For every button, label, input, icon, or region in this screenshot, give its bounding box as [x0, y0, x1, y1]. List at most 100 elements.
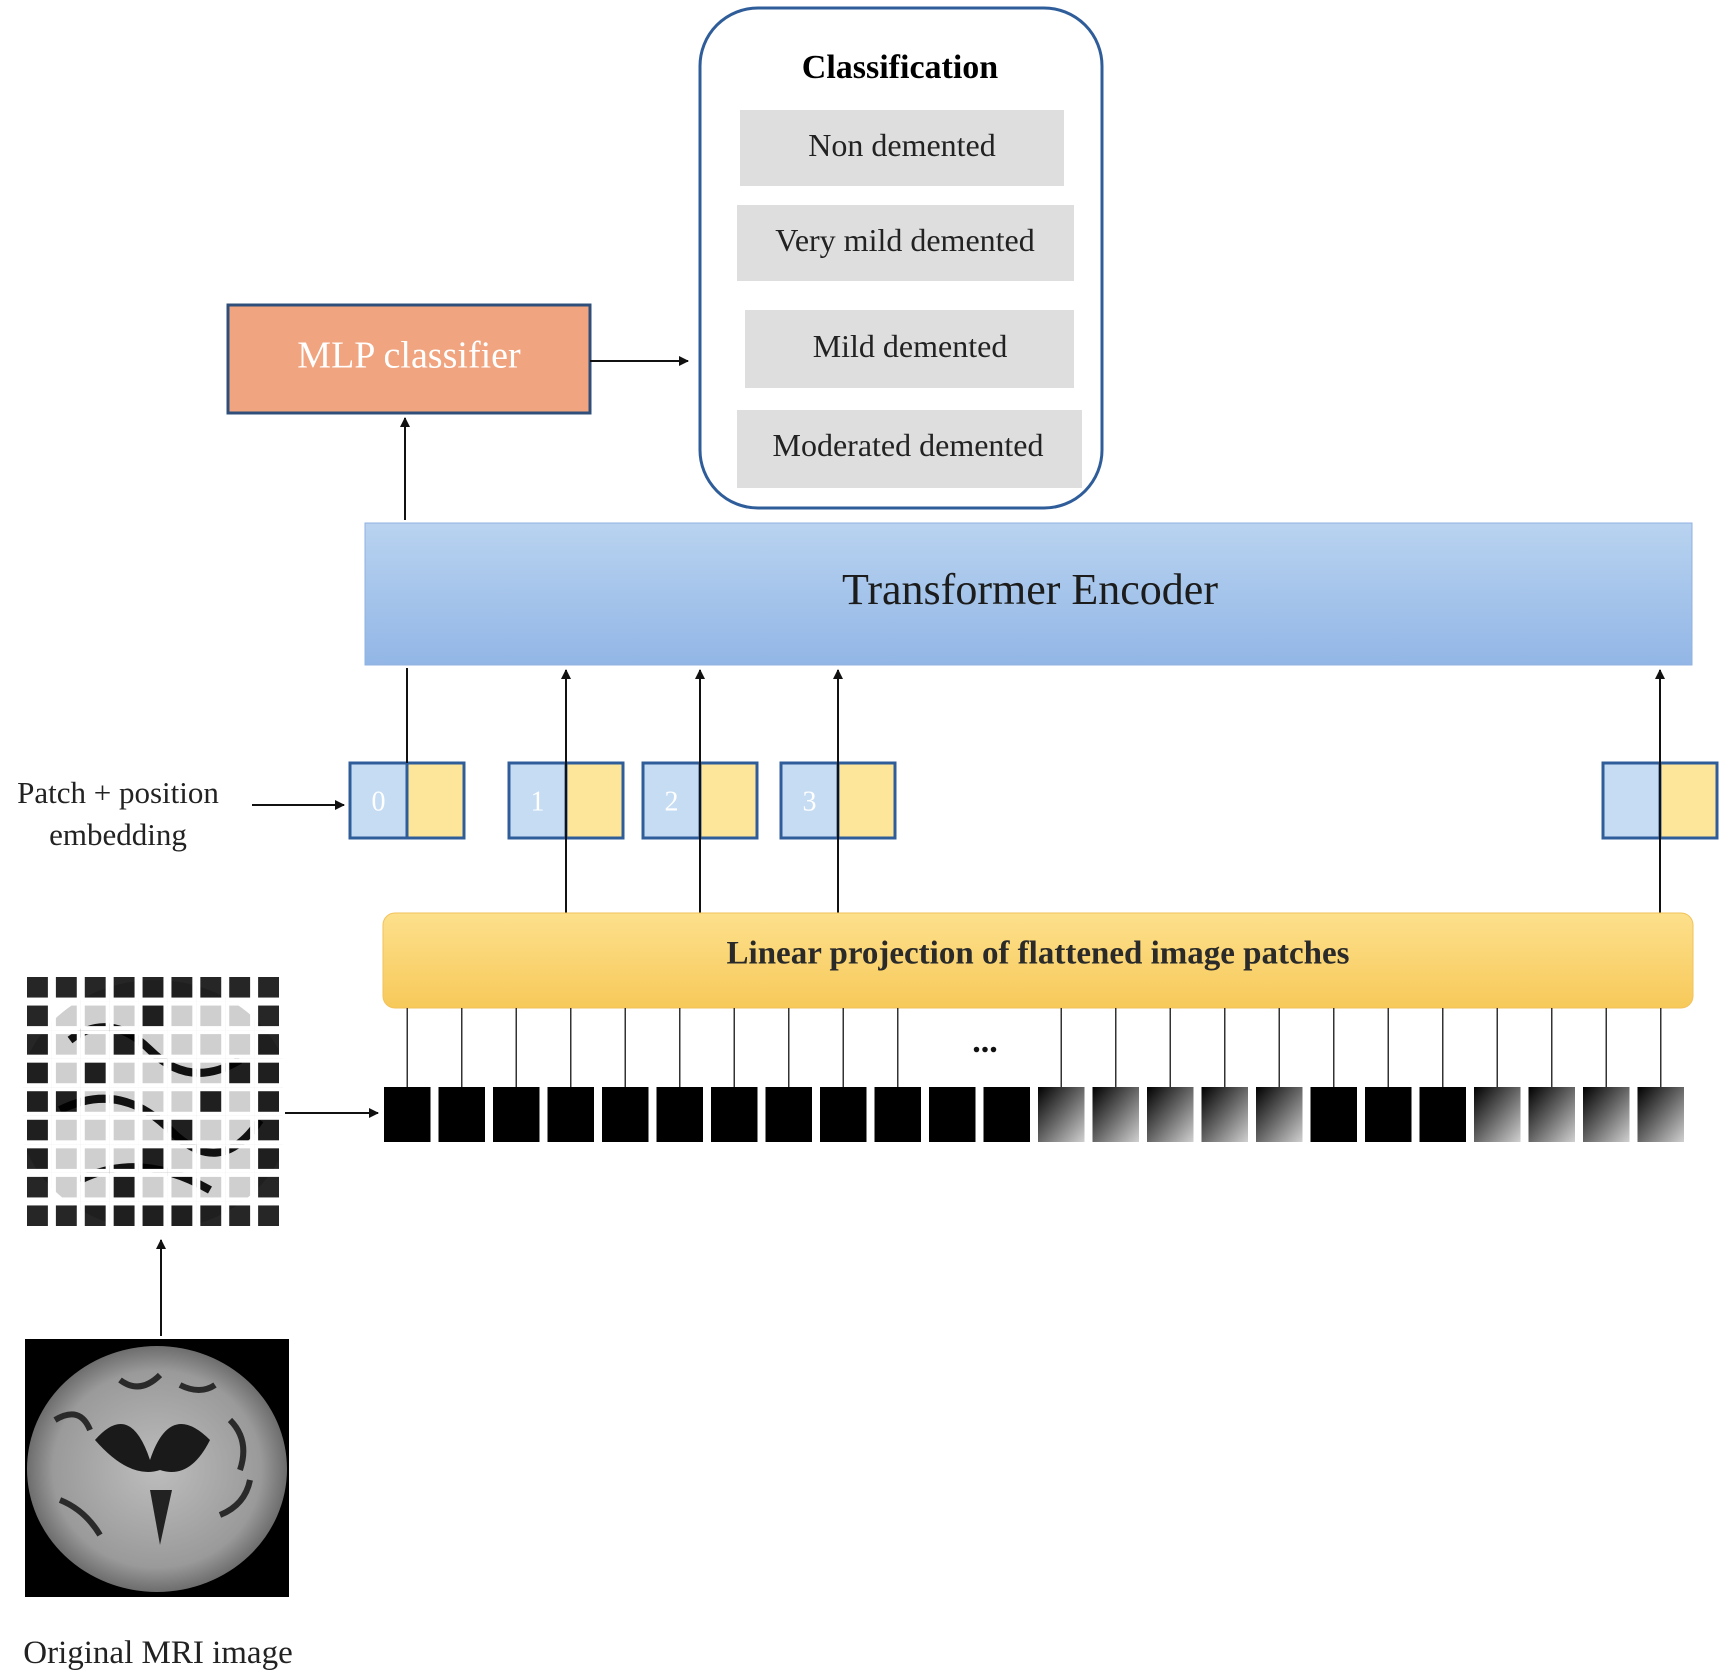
image-patch [602, 1087, 649, 1142]
image-patch [765, 1087, 812, 1142]
grid-cell [51, 1115, 81, 1145]
token-patch-half [564, 761, 625, 840]
grid-cell-lines [23, 973, 284, 1231]
grid-cell [109, 1201, 139, 1231]
token-index: 2 [665, 787, 679, 818]
grid-cell [167, 1030, 197, 1059]
grid-cell [167, 1087, 197, 1116]
grid-cell [109, 1087, 139, 1116]
image-patch [983, 1087, 1030, 1142]
grid-cell [23, 1001, 52, 1031]
token-position-half [779, 761, 840, 840]
grid-cell [167, 973, 197, 1002]
mri-sulci [53, 1372, 253, 1537]
grid-cell [254, 1058, 284, 1088]
encoder-label: Transformer Encoder [842, 565, 1218, 614]
grid-cell [23, 1201, 52, 1231]
flattened-patch-sequence [384, 1087, 1684, 1142]
image-patch [493, 1087, 540, 1142]
grid-cell [225, 1115, 255, 1145]
mri-ventricle-posterior [150, 1490, 172, 1545]
token-patch-half [405, 761, 466, 840]
image-patch [656, 1087, 703, 1142]
grid-cell [51, 1144, 81, 1173]
grid-cell [196, 1144, 226, 1173]
token-patch-half [1658, 761, 1719, 840]
token-index: 0 [372, 787, 386, 818]
image-patch [929, 1087, 976, 1142]
grid-cell [225, 1201, 255, 1231]
image-patch [1310, 1087, 1357, 1142]
grid-cell [138, 1030, 168, 1059]
mri-caption: Original MRI image [23, 1635, 292, 1671]
class-label-moderated-demented: Moderated demented [773, 427, 1044, 463]
grid-cell [51, 1001, 81, 1031]
grid-cell [254, 1172, 284, 1202]
grid-cell [196, 1115, 226, 1145]
grid-cell [51, 1030, 81, 1059]
grid-cell [23, 973, 52, 1002]
grid-cell [225, 1058, 255, 1088]
grid-cell [80, 1172, 110, 1202]
grid-cell [254, 1030, 284, 1059]
grid-cell [254, 1087, 284, 1116]
image-patch [711, 1087, 758, 1142]
grid-cell [23, 1144, 52, 1173]
grid-cell [80, 1087, 110, 1116]
class-box-moderated-demented [737, 410, 1082, 488]
grid-cell [23, 1030, 52, 1059]
token-patch-half [836, 761, 897, 840]
grid-cell [254, 1001, 284, 1031]
projection-box [382, 912, 1694, 1009]
grid-cell [109, 973, 139, 1002]
grid-brain-tissue [23, 980, 283, 1230]
transformer-encoder: Transformer Encoder [364, 522, 1693, 666]
mlp-label: MLP classifier [297, 335, 521, 377]
grid-cell [196, 1201, 226, 1231]
grid-cell [167, 1144, 197, 1173]
grid-cell [196, 1172, 226, 1202]
grid-cell [167, 1115, 197, 1145]
mlp-box [226, 303, 592, 415]
grid-cell [196, 1030, 226, 1059]
image-patch [547, 1087, 594, 1142]
grid-cell [51, 1058, 81, 1088]
image-patch [820, 1087, 867, 1142]
patch-connector-lines [406, 1008, 1662, 1087]
grid-cell [23, 1058, 52, 1088]
grid-cell [138, 1001, 168, 1031]
token-position-half [507, 761, 568, 840]
grid-cell [80, 1030, 110, 1059]
mri-ventricles [95, 1424, 210, 1472]
image-patch [384, 1087, 431, 1142]
grid-cell [167, 1058, 197, 1088]
image-patch [1365, 1087, 1412, 1142]
grid-cell [254, 1144, 284, 1173]
grid-cell [23, 1115, 52, 1145]
grid-cell [109, 1144, 139, 1173]
grid-cell [51, 973, 81, 1002]
embedding-token [1601, 761, 1719, 840]
grid-cell [109, 1115, 139, 1145]
grid-cell [138, 973, 168, 1002]
embedding-caption-line1: Patch + position [17, 775, 219, 810]
image-patch [1147, 1087, 1194, 1142]
grid-cell [138, 1144, 168, 1173]
grid-cell [80, 973, 110, 1002]
grid-cell [225, 973, 255, 1002]
image-patch [1637, 1087, 1684, 1142]
grid-cell [109, 1030, 139, 1059]
image-patch [1474, 1087, 1521, 1142]
original-mri-image [25, 1339, 289, 1597]
grid-cell [80, 1144, 110, 1173]
grid-cell [23, 1172, 52, 1202]
grid-cell [196, 1087, 226, 1116]
token-patch-half [698, 761, 759, 840]
grid-cell [51, 1172, 81, 1202]
class-box-mild-demented [745, 310, 1074, 388]
grid-cell [225, 1030, 255, 1059]
grid-cell [80, 1201, 110, 1231]
projection-label: Linear projection of flattened image pat… [727, 936, 1350, 972]
